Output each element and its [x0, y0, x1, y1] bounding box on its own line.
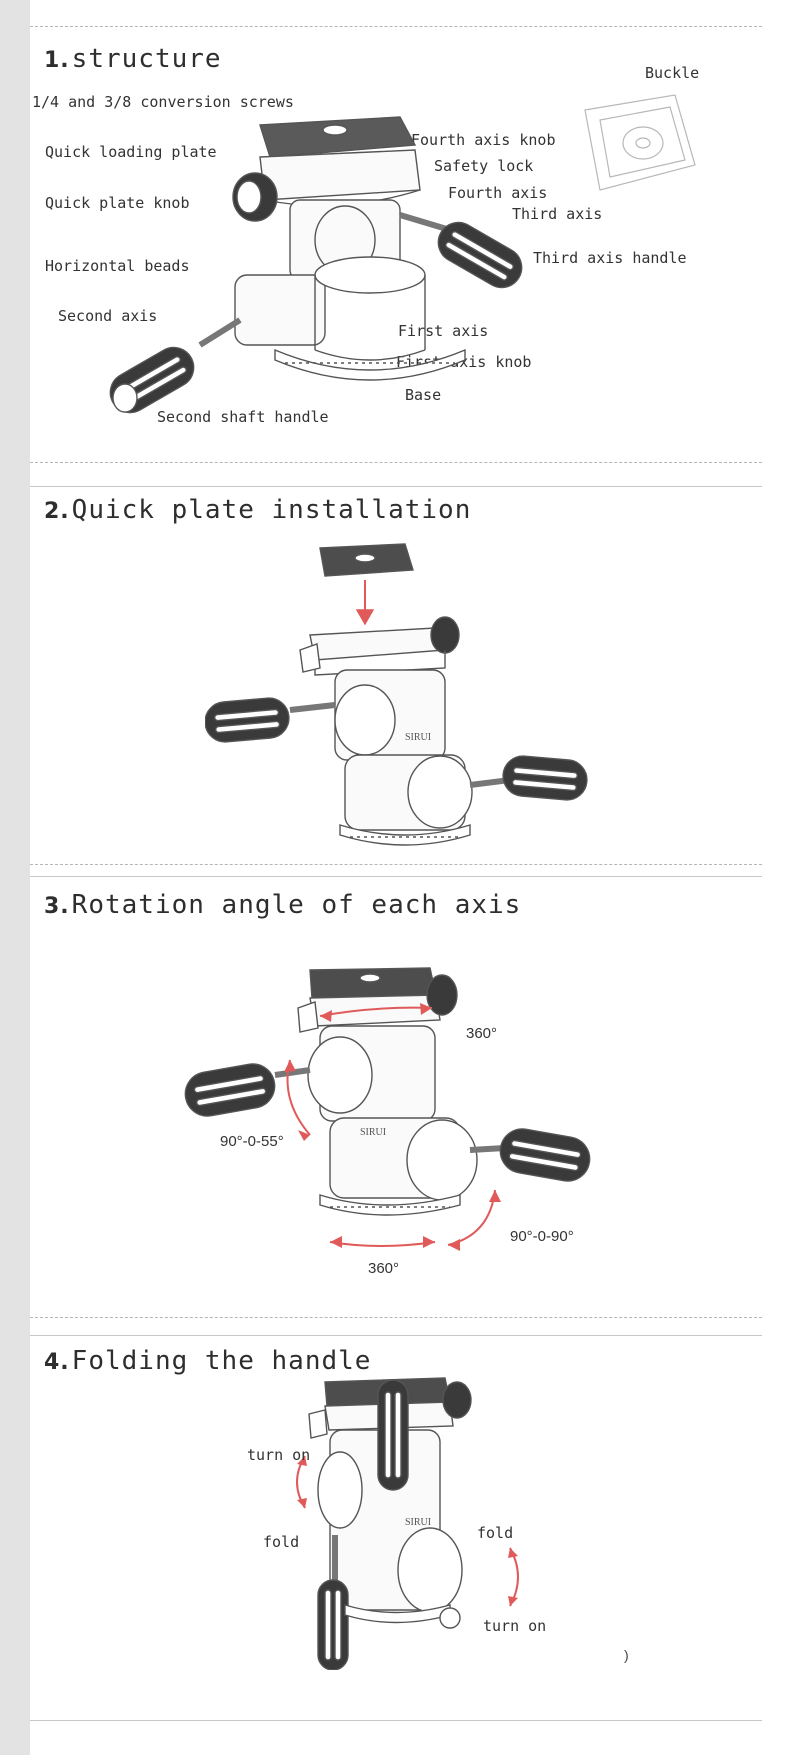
right-fold-arrow-icon [500, 1542, 530, 1612]
label-conversion-screws: 1/4 and 3/8 conversion screws [32, 93, 294, 111]
section-4-heading: 4.Folding the handle [44, 1346, 371, 1376]
section-divider [30, 1335, 762, 1336]
angle-top-rotation: 360° [466, 1025, 498, 1042]
label-safety-lock: Safety lock [434, 157, 534, 175]
section-title: Quick plate installation [71, 495, 472, 525]
label-fourth-axis-knob: Fourth axis knob [411, 131, 556, 149]
label-quick-loading-plate: Quick loading plate [45, 143, 217, 161]
section-divider [30, 876, 762, 877]
section-1-heading: 1.structure [44, 44, 222, 74]
section-divider [30, 462, 762, 463]
label-left-fold: fold [263, 1533, 300, 1551]
section-divider [30, 26, 762, 27]
left-margin-bar [0, 0, 30, 1755]
angle-side-tilt: 90°-0-90° [510, 1228, 574, 1245]
label-quick-plate-knob: Quick plate knob [45, 194, 190, 212]
section-2-heading: 2.Quick plate installation [44, 495, 471, 525]
label-third-axis-handle: Third axis handle [533, 249, 687, 267]
label-right-turn-on: turn on [483, 1617, 547, 1635]
section-number: 3. [44, 894, 70, 919]
left-fold-arrow-icon [285, 1450, 315, 1514]
buckle-sketch [565, 85, 705, 205]
section-number: 2. [44, 499, 70, 524]
section-number: 4. [44, 1350, 70, 1375]
quick-plate-installation-illustration: SIRUI [205, 540, 625, 850]
section-divider [30, 864, 762, 865]
section-title: structure [71, 44, 222, 74]
folding-handle-illustration: SIRUI [285, 1370, 535, 1670]
label-first-axis: First axis [398, 322, 489, 340]
label-third-axis: Third axis [512, 205, 603, 223]
label-left-turn-on: turn on [247, 1446, 311, 1464]
section-number: 1. [44, 48, 70, 73]
structure-illustration [70, 105, 550, 415]
section-divider [30, 486, 762, 487]
label-second-shaft-handle: Second shaft handle [157, 408, 329, 426]
manual-page: 1.structure 1/4 and 3/8 conversion screw… [30, 0, 762, 1755]
brand-mark: SIRUI [405, 732, 431, 743]
label-horizontal-beads: Horizontal beads [45, 257, 190, 275]
brand-mark: SIRUI [405, 1517, 431, 1528]
rotation-angle-illustration: SIRUI [170, 960, 660, 1270]
label-right-fold: fold [477, 1524, 514, 1542]
section-divider [30, 1720, 762, 1721]
section-3-heading: 3.Rotation angle of each axis [44, 890, 521, 920]
brand-mark: SIRUI [360, 1127, 386, 1138]
label-second-axis: Second axis [58, 307, 158, 325]
stray-mark: ) [624, 1647, 629, 1663]
label-base: Base [405, 386, 442, 404]
angle-base-rotation: 360° [368, 1260, 400, 1277]
section-divider [30, 1317, 762, 1318]
section-title: Folding the handle [71, 1346, 372, 1376]
label-fourth-axis: Fourth axis [448, 184, 548, 202]
label-buckle: Buckle [645, 64, 700, 82]
section-title: Rotation angle of each axis [71, 890, 522, 920]
angle-middle-tilt: 90°-0-55° [220, 1133, 284, 1150]
